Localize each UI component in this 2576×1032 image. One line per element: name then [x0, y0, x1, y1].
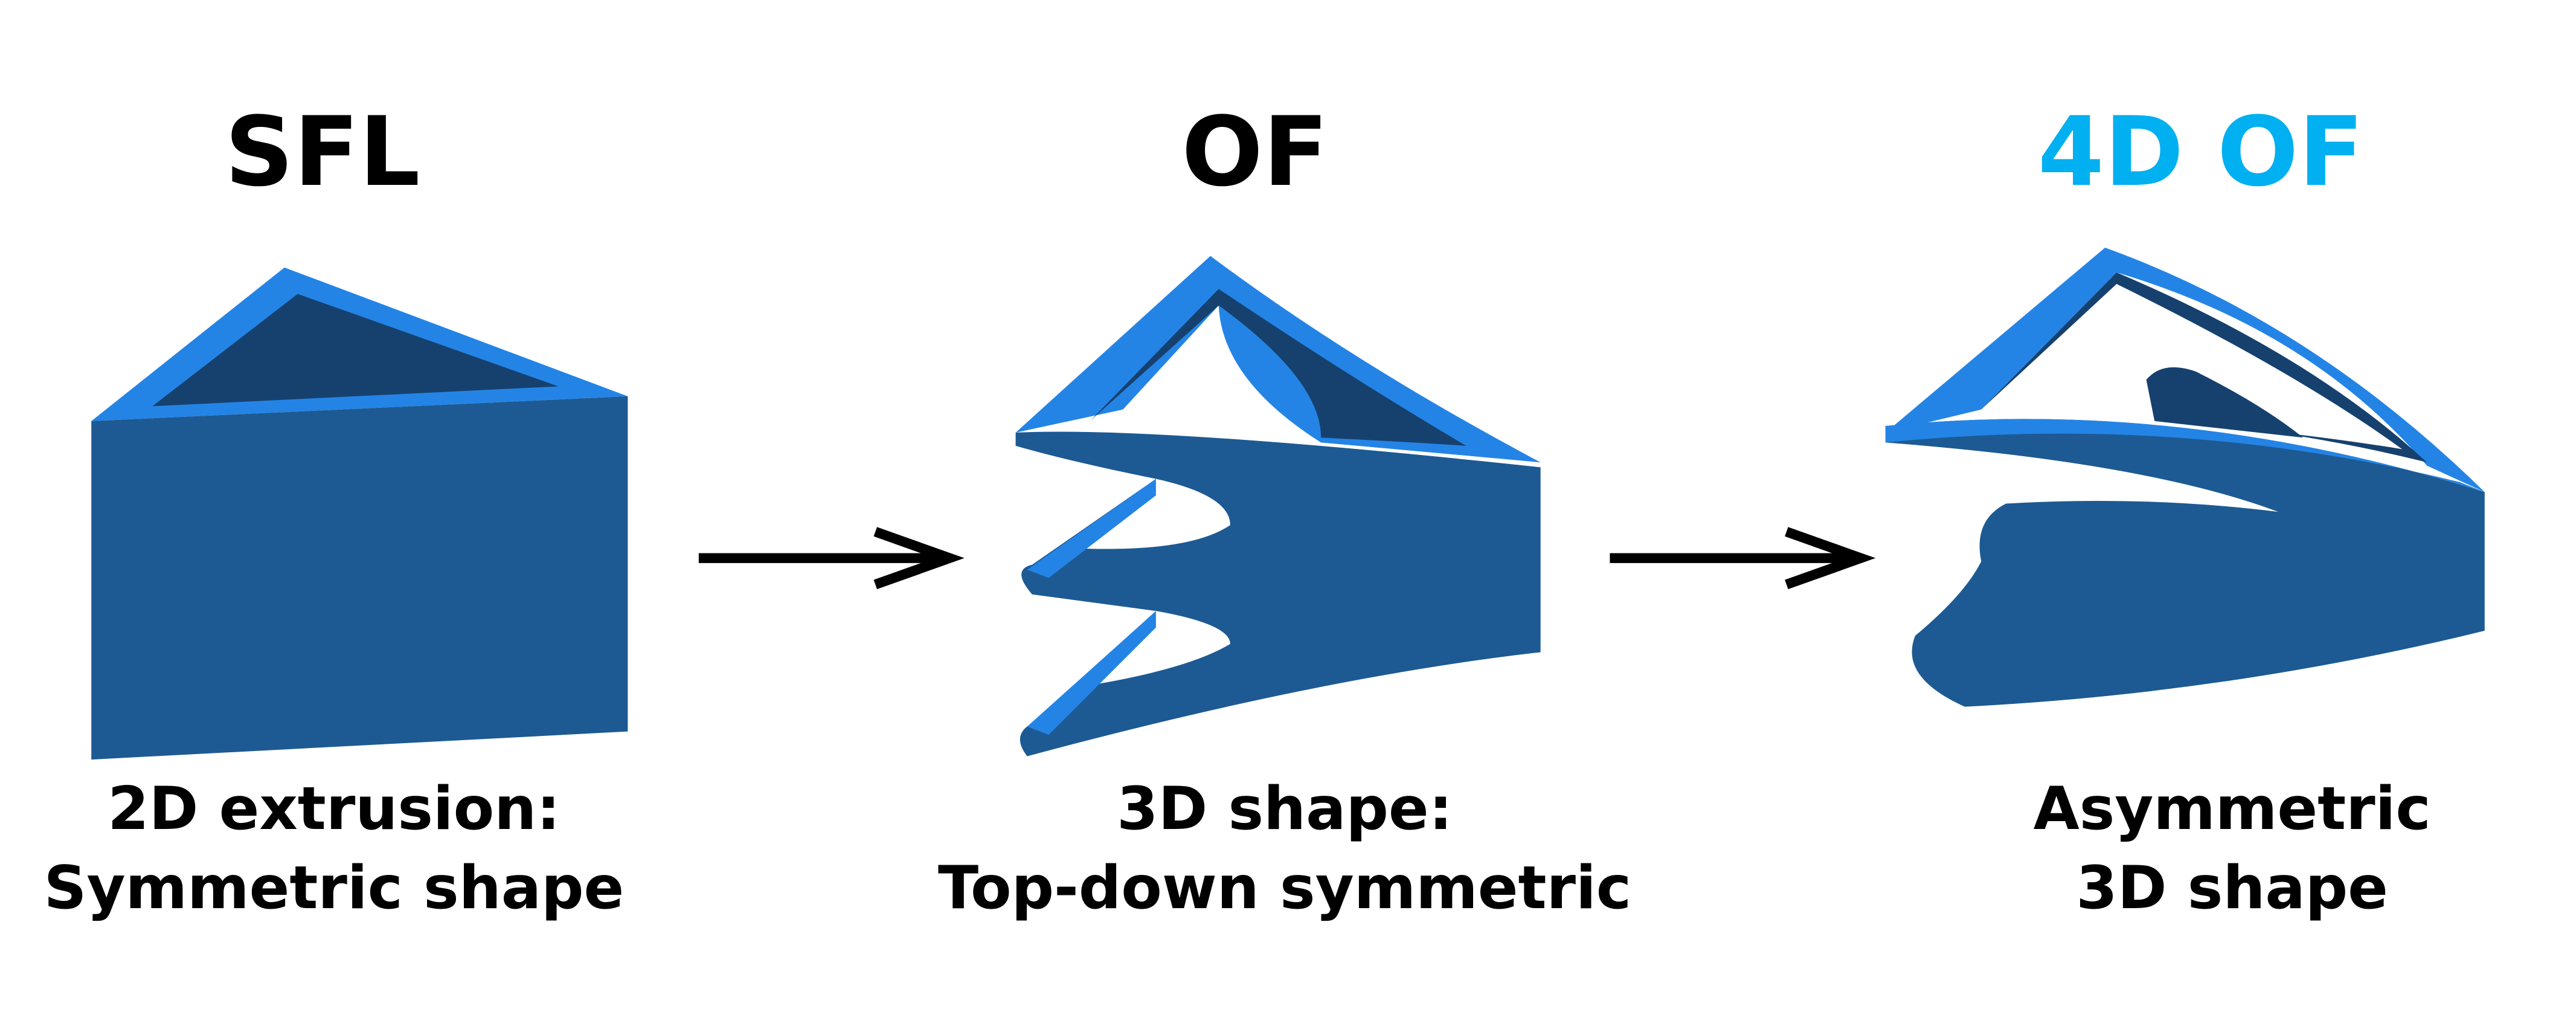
- of-shape: [1015, 256, 1541, 756]
- arrow-right-icon: [698, 527, 965, 590]
- caption-4d-of-line1: Asymmetric: [2034, 775, 2431, 843]
- 4d-of-shape: [1885, 247, 2485, 707]
- sfl-prism-shape: [91, 267, 628, 760]
- title-of: OF: [1181, 97, 1328, 208]
- caption-4d-of-line2: 3D shape: [2076, 854, 2388, 923]
- caption-of-line1: 3D shape:: [1117, 775, 1453, 843]
- caption-of-line2: Top-down symmetric: [938, 854, 1631, 923]
- title-4d-of: 4D OF: [2038, 97, 2364, 208]
- caption-sfl-line1: 2D extrusion:: [108, 775, 560, 843]
- title-sfl: SFL: [225, 97, 420, 208]
- caption-sfl-line2: Symmetric shape: [44, 854, 625, 923]
- arrow-right-icon: [1610, 527, 1876, 590]
